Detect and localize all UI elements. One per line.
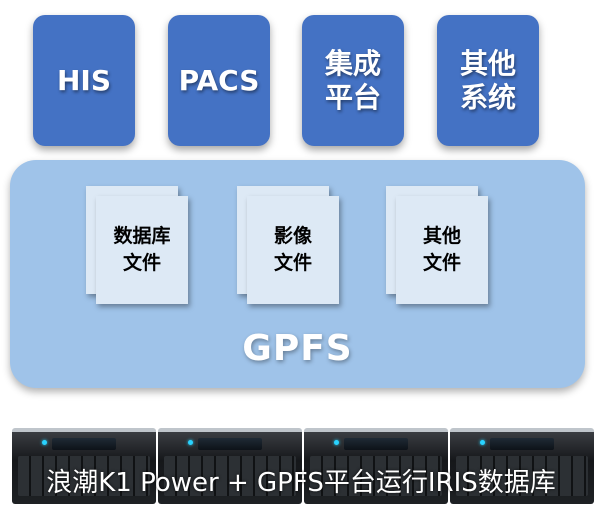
server-bezel: [344, 438, 408, 450]
app-box-his: HIS: [33, 15, 135, 146]
hardware-caption: 浪潮K1 Power + GPFS平台运行IRIS数据库: [0, 462, 602, 499]
file-label-other: 其他 文件: [423, 223, 461, 277]
app-box-integration-platform: 集成 平台: [302, 15, 404, 146]
gpfs-panel: 数据库 文件 影像 文件 其他 文件 GPFS: [10, 160, 585, 388]
file-doc-other: 其他 文件: [396, 196, 488, 304]
server-led: [334, 440, 339, 445]
file-doc-database: 数据库 文件: [96, 196, 188, 304]
server-bezel: [490, 438, 554, 450]
file-doc-image: 影像 文件: [247, 196, 339, 304]
app-label-other-systems: 其他 系统: [460, 47, 516, 115]
app-box-pacs: PACS: [168, 15, 270, 146]
app-label-his: HIS: [57, 64, 111, 98]
gpfs-title: GPFS: [10, 328, 585, 369]
server-bezel: [198, 438, 262, 450]
file-label-image: 影像 文件: [274, 223, 312, 277]
file-label-database: 数据库 文件: [113, 223, 170, 277]
app-box-other-systems: 其他 系统: [437, 15, 539, 146]
server-led: [480, 440, 485, 445]
server-led: [188, 440, 193, 445]
server-led: [42, 440, 47, 445]
app-label-integration-platform: 集成 平台: [325, 47, 381, 115]
app-label-pacs: PACS: [179, 64, 260, 98]
server-bezel: [52, 438, 116, 450]
